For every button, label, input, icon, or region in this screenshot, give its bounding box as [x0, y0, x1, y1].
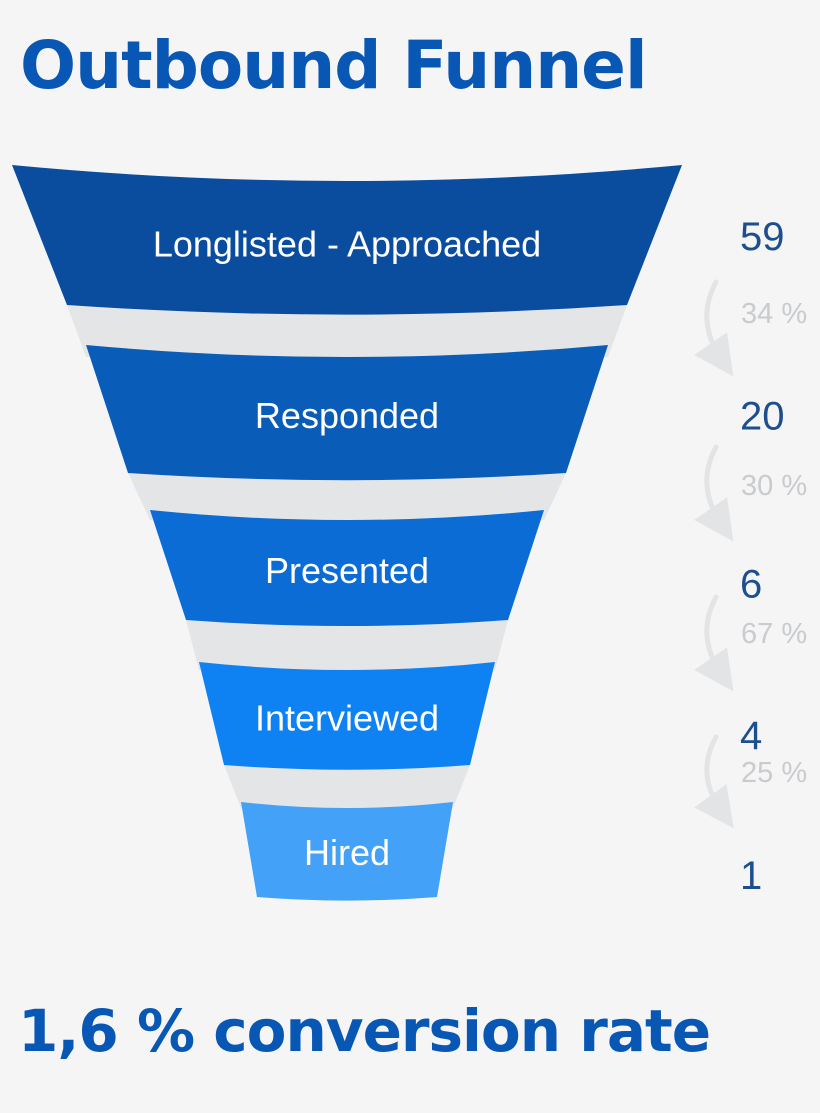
- funnel-connector: [186, 620, 508, 670]
- conversion-rate-label: 34 %: [741, 298, 807, 330]
- conversion-rate-summary: 1,6 % conversion rate: [18, 997, 711, 1065]
- page-title: Outbound Funnel: [20, 27, 648, 104]
- stage-count: 59: [740, 215, 785, 259]
- conversion-rate-label: 67 %: [741, 618, 807, 650]
- funnel-connector: [128, 473, 566, 520]
- funnel-stage: [199, 662, 495, 770]
- stage-count: 20: [740, 395, 785, 439]
- stage-label: Interviewed: [255, 697, 439, 738]
- stage-count: 6: [740, 563, 762, 607]
- conversion-arrow: [694, 444, 734, 542]
- stage-label: Longlisted - Approached: [153, 224, 541, 265]
- funnel-stage: [241, 802, 453, 901]
- funnel-connector: [67, 305, 627, 357]
- conversion-rate-label: 30 %: [741, 470, 807, 502]
- conversion-arrow: [694, 734, 734, 829]
- funnel-stage: [12, 165, 682, 315]
- stage-label: Hired: [304, 832, 390, 873]
- stage-count: 4: [740, 714, 762, 758]
- funnel-connector: [224, 765, 470, 808]
- stage-count: 1: [740, 854, 762, 898]
- funnel-stage: [150, 510, 544, 626]
- conversion-rate-label: 25 %: [741, 757, 807, 789]
- stage-label: Responded: [255, 395, 439, 436]
- funnel-stage: [86, 345, 608, 481]
- conversion-arrow: [694, 279, 734, 377]
- conversion-arrow: [694, 594, 734, 692]
- stage-label: Presented: [265, 550, 429, 591]
